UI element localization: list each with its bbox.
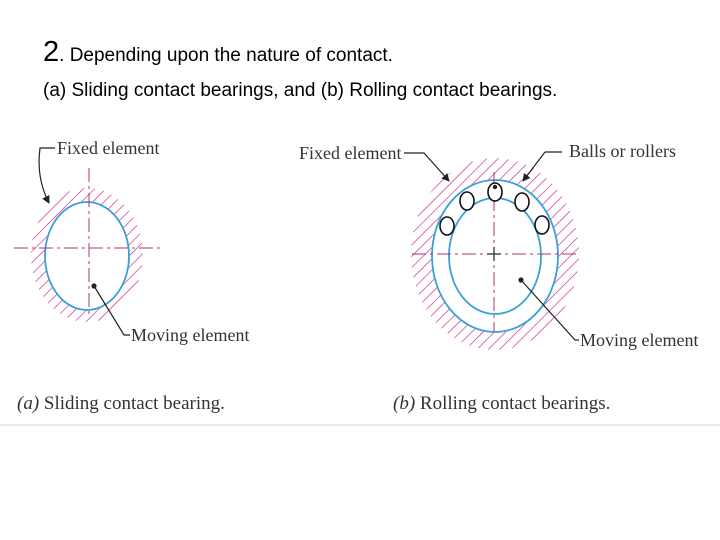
sliding-fixed-element-hatch (31, 188, 144, 322)
rolling-balls-label: Balls or rollers (569, 141, 676, 161)
rolling-outer-ring (431, 179, 559, 333)
sliding-fixed-leader-arrow (38, 147, 55, 204)
rolling-caption: (b) Rolling contact bearings. (393, 393, 610, 414)
rolling-balls (439, 182, 550, 236)
bearing-diagram: Fixed element Moving element F (14, 138, 698, 414)
ball-4 (514, 192, 530, 212)
rolling-center-cross (487, 247, 501, 261)
rolling-center-dot (492, 184, 498, 190)
ball-2 (459, 191, 475, 211)
rolling-fixed-leader-arrow (404, 152, 450, 182)
sliding-caption-text: Sliding contact bearing. (39, 393, 225, 414)
sliding-caption: (a) Sliding contact bearing. (17, 393, 225, 414)
rolling-inner-ring (448, 197, 542, 315)
ball-3 (487, 182, 503, 202)
heading-subtitle: (a) Sliding contact bearings, and (b) Ro… (43, 80, 558, 101)
sliding-bearing-figure: Fixed element Moving element (14, 138, 249, 345)
rolling-bearing-figure: Fixed element Balls or rollers Moving el… (299, 141, 698, 351)
sliding-caption-letter: (a) (17, 393, 39, 414)
ball-5 (534, 215, 550, 235)
rolling-moving-leader (520, 279, 579, 341)
divider (0, 424, 720, 426)
sliding-centerlines (14, 168, 160, 318)
sliding-moving-leader (93, 285, 130, 336)
rolling-caption-text: Rolling contact bearings. (415, 393, 610, 414)
rolling-moving-label: Moving element (580, 330, 698, 350)
rolling-caption-letter: (b) (393, 393, 415, 414)
sliding-moving-label: Moving element (131, 325, 249, 345)
ball-1 (439, 216, 455, 236)
heading-number: 2 (43, 36, 60, 68)
sliding-fixed-label: Fixed element (57, 138, 159, 158)
rolling-fixed-label: Fixed element (299, 143, 401, 163)
heading-line: 2. Depending upon the nature of contact. (43, 36, 393, 69)
heading-text: . Depending upon the nature of contact. (59, 45, 393, 66)
sliding-bore-ring (44, 201, 130, 311)
rolling-balls-leader-arrows (522, 151, 562, 182)
